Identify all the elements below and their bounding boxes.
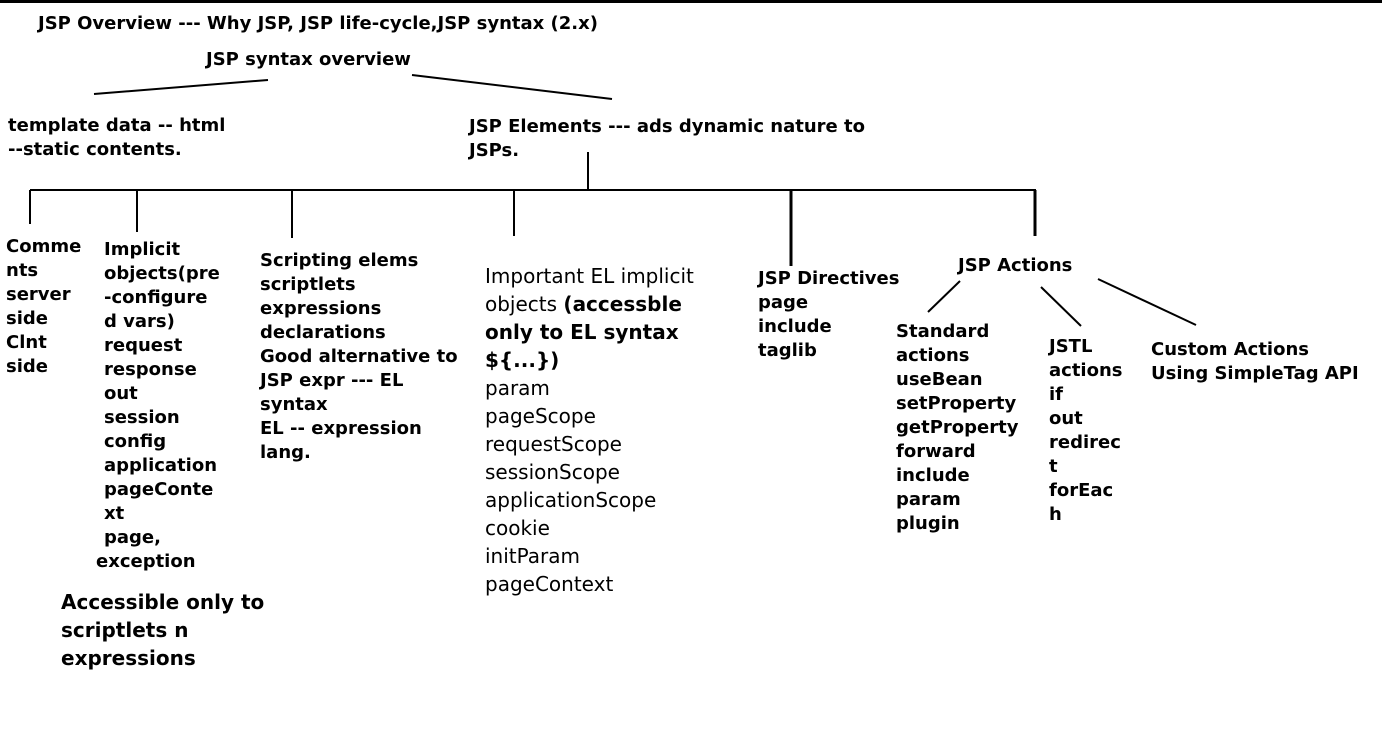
root-to-template-line: [93, 79, 269, 95]
jstl-line: h: [1049, 504, 1062, 525]
jstl-line: actions: [1049, 360, 1123, 381]
el-object-item: cookie: [485, 516, 550, 540]
comments-line: side: [6, 308, 48, 329]
el-intro-bold: (accessble: [563, 292, 682, 316]
scripting-line: Scripting elems: [260, 250, 419, 271]
implicit-note-line: Accessible only to: [61, 590, 265, 614]
implicit-note-line: expressions: [61, 646, 196, 670]
actions-to-custom-line: [1097, 278, 1197, 326]
scripting-line: lang.: [260, 442, 311, 463]
custom-actions-line: Using SimpleTag API: [1151, 363, 1359, 384]
top-border: [0, 0, 1382, 3]
implicit-note-line: scriptlets n: [61, 618, 189, 642]
actions-to-standard-line: [927, 280, 961, 313]
jstl-line: t: [1049, 456, 1058, 477]
standard-actions-line: getProperty: [896, 417, 1019, 438]
el-object-item: sessionScope: [485, 460, 620, 484]
standard-actions-line: setProperty: [896, 393, 1017, 414]
comments-line: nts: [6, 260, 39, 281]
implicit-objects-line: objects(pre: [104, 263, 220, 284]
implicit-objects-line: -configure: [104, 287, 208, 308]
scripting-line: declarations: [260, 322, 386, 343]
jsp-actions-node: JSP Actions: [958, 255, 1073, 276]
el-object-item: pageContext: [485, 572, 614, 596]
el-intro-line: Important EL implicit: [485, 264, 694, 288]
jstl-line: redirec: [1049, 432, 1121, 453]
implicit-objects-line: session: [104, 407, 180, 428]
implicit-objects-line: Implicit: [104, 239, 181, 260]
template-data-line: --static contents.: [8, 139, 182, 160]
el-intro-line: objects (accessble: [485, 290, 694, 318]
template-data-line: template data -- html: [8, 115, 226, 136]
template-data-node: template data -- html --static contents.: [8, 114, 225, 162]
jstl-line: if: [1049, 384, 1064, 405]
jsp-elements-line: JSPs.: [469, 140, 520, 161]
custom-actions-node: Custom Actions Using SimpleTag API: [1151, 338, 1359, 386]
jsp-elements-node: JSP Elements --- ads dynamic nature to J…: [469, 115, 865, 163]
el-object-item: pageScope: [485, 404, 596, 428]
scripting-line: EL -- expression: [260, 418, 422, 439]
implicit-objects-note: Accessible only to scriptlets n expressi…: [61, 588, 264, 672]
standard-actions-node: Standard actions useBean setProperty get…: [896, 320, 1018, 536]
directives-line: taglib: [758, 340, 817, 361]
scripting-line: Good alternative to: [260, 346, 458, 367]
implicit-objects-line: application: [104, 455, 218, 476]
implicit-objects-line: page,: [104, 527, 161, 548]
comments-line: Clnt: [6, 332, 47, 353]
comments-line: side: [6, 356, 48, 377]
scripting-line: JSP expr --- EL: [260, 370, 404, 391]
implicit-objects-line: response: [104, 359, 197, 380]
jstl-line: out: [1049, 408, 1083, 429]
scripting-line: expressions: [260, 298, 382, 319]
jsp-elements-line: JSP Elements --- ads dynamic nature to: [469, 116, 865, 137]
implicit-objects-line: pageConte: [104, 479, 214, 500]
standard-actions-line: actions: [896, 345, 970, 366]
standard-actions-line: param: [896, 489, 961, 510]
actions-to-jstl-line: [1040, 286, 1082, 327]
el-object-item: applicationScope: [485, 488, 657, 512]
standard-actions-line: include: [896, 465, 970, 486]
directives-line: page: [758, 292, 809, 313]
jstl-line: forEac: [1049, 480, 1114, 501]
el-bold-line: only to EL syntax: [485, 320, 679, 344]
el-object-item: param: [485, 376, 550, 400]
scripting-line: syntax: [260, 394, 328, 415]
comments-node: Comme nts server side Clnt side: [6, 235, 81, 379]
standard-actions-line: useBean: [896, 369, 983, 390]
implicit-objects-line: config: [104, 431, 167, 452]
scripting-line: scriptlets: [260, 274, 356, 295]
standard-actions-line: forward: [896, 441, 976, 462]
directives-line: include: [758, 316, 832, 337]
implicit-objects-line: exception: [96, 551, 196, 572]
comments-line: Comme: [6, 236, 82, 257]
root-to-elements-line: [411, 74, 613, 100]
el-intro-normal: objects: [485, 292, 564, 316]
el-object-item: requestScope: [485, 432, 622, 456]
scripting-elements-node: Scripting elems scriptlets expressions d…: [260, 249, 458, 465]
directives-line: JSP Directives: [758, 268, 900, 289]
page-title: JSP Overview --- Why JSP, JSP life-cycle…: [38, 13, 598, 34]
comments-line: server: [6, 284, 71, 305]
el-bold-line: ${...}): [485, 348, 560, 372]
custom-actions-line: Custom Actions: [1151, 339, 1310, 360]
jstl-line: JSTL: [1049, 336, 1093, 357]
el-object-item: initParam: [485, 544, 581, 568]
standard-actions-line: plugin: [896, 513, 960, 534]
implicit-objects-line: request: [104, 335, 183, 356]
standard-actions-line: Standard: [896, 321, 990, 342]
implicit-objects-node: Implicit objects(pre -configure d vars) …: [96, 238, 220, 574]
el-implicit-objects-node: Important EL implicit objects (accessble…: [485, 262, 694, 598]
jsp-directives-node: JSP Directives page include taglib: [758, 267, 899, 363]
implicit-objects-line: d vars): [104, 311, 175, 332]
implicit-objects-line: xt: [104, 503, 125, 524]
root-node: JSP syntax overview: [206, 49, 411, 70]
jstl-actions-node: JSTL actions if out redirec t forEac h: [1049, 335, 1123, 527]
implicit-objects-line: out: [104, 383, 138, 404]
